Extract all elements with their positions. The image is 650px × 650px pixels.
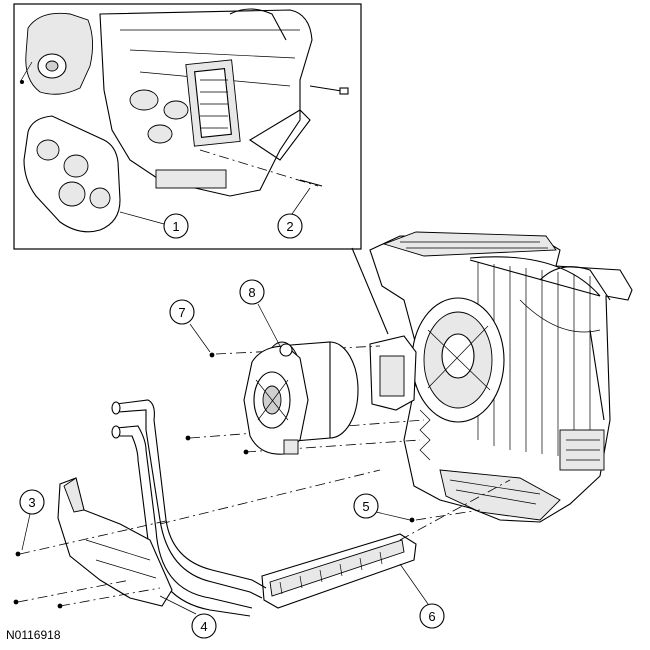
blower-motor <box>185 341 425 455</box>
callout-3: 3 <box>19 489 45 551</box>
heater-core <box>261 479 511 609</box>
inset-cover-top <box>25 12 93 95</box>
bolt-5 <box>409 517 415 523</box>
callout-8: 8 <box>239 279 281 347</box>
hvac-housing <box>369 231 633 523</box>
tube-bracket <box>13 477 173 609</box>
callout-3-label: 3 <box>28 495 35 510</box>
callout-6: 6 <box>399 563 445 629</box>
callout-8-label: 8 <box>248 285 255 300</box>
callout-1-label: 1 <box>172 219 179 234</box>
callout-5: 5 <box>353 493 411 521</box>
callout-2-label: 2 <box>286 219 293 234</box>
callout-4-label: 4 <box>200 619 207 634</box>
callout-6-label: 6 <box>428 609 435 624</box>
inset-leader-line <box>351 247 389 335</box>
callout-7-label: 7 <box>178 305 185 320</box>
callout-4: 4 <box>159 595 217 639</box>
callout-1: 1 <box>119 211 189 239</box>
callout-7: 7 <box>169 299 211 353</box>
heater-tubes <box>111 399 381 617</box>
callout-2: 2 <box>277 187 311 239</box>
inset-detail <box>13 3 362 250</box>
figure-id: N0116918 <box>6 628 61 642</box>
callout-5-label: 5 <box>362 499 369 514</box>
